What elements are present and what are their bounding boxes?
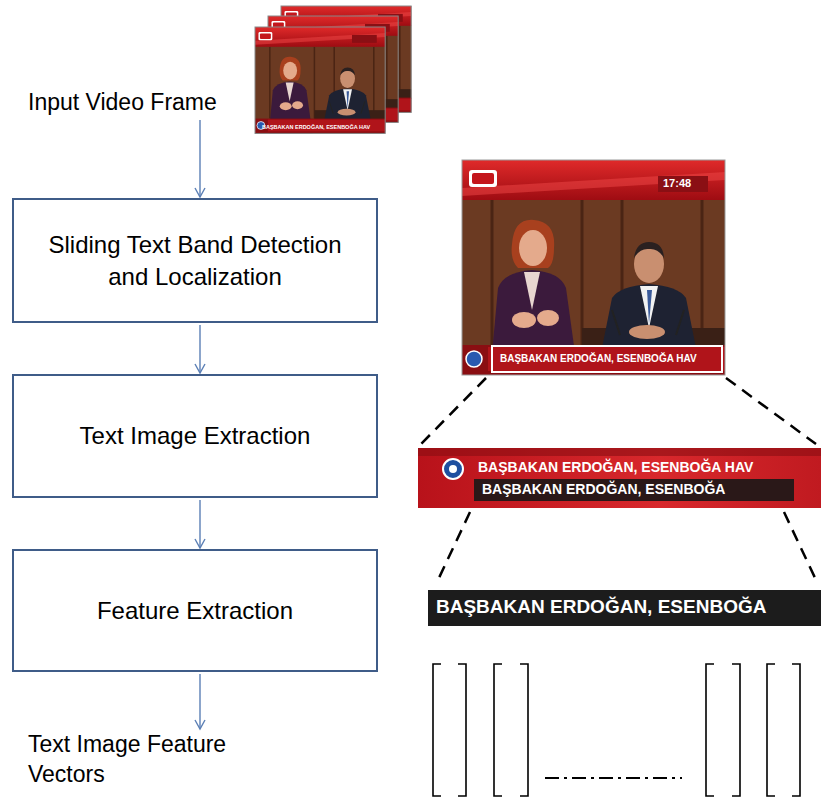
node-text: Text Image Extraction [80, 420, 311, 451]
flow-arrow [195, 120, 205, 197]
overlay-text: BAŞBAKAN ERDOĞAN, ESENBOĞA HAV [262, 124, 370, 130]
process-box: Text Image Extraction [12, 374, 378, 498]
overlay-text: 17:48 [663, 177, 691, 189]
overlay-text: BAŞBAKAN ERDOĞAN, ESENBOĞA [436, 597, 766, 618]
process-box: Feature Extraction [12, 549, 378, 672]
node-text: Sliding Text Band Detection and Localiza… [35, 229, 355, 291]
node-text: Feature Extraction [97, 595, 293, 626]
flow-arrow [195, 325, 205, 373]
overlay-text: BAŞBAKAN ERDOĞAN, ESENBOĞA [482, 482, 725, 497]
flow-arrow [195, 500, 205, 548]
process-box: Sliding Text Band Detection and Localiza… [12, 198, 378, 323]
node-text: Text Image Feature Vectors [28, 730, 244, 790]
flow-arrow [195, 674, 205, 729]
input-label: Input Video Frame [28, 88, 244, 118]
node-text: Input Video Frame [28, 88, 244, 118]
overlay-text: BAŞBAKAN ERDOĞAN, ESENBOĞA HAV [500, 353, 697, 364]
overlay-text: BAŞBAKAN ERDOĞAN, ESENBOĞA HAV [478, 460, 753, 475]
output-label: Text Image Feature Vectors [28, 730, 244, 790]
